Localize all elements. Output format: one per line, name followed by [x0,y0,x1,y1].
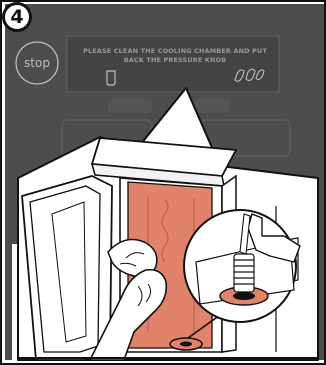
left-side-strip [5,4,12,360]
magnified-drain-hole [233,292,255,300]
step-number-badge: 4 [2,2,32,32]
stop-button-label: stop [14,56,60,70]
step-number: 4 [10,6,23,28]
pressure-knob-spring [234,254,254,292]
drain-hole [180,342,192,347]
display-message: PLEASE CLEAN THE COOLING CHAMBER AND PUT… [80,47,270,65]
panel-button-left [108,99,152,113]
